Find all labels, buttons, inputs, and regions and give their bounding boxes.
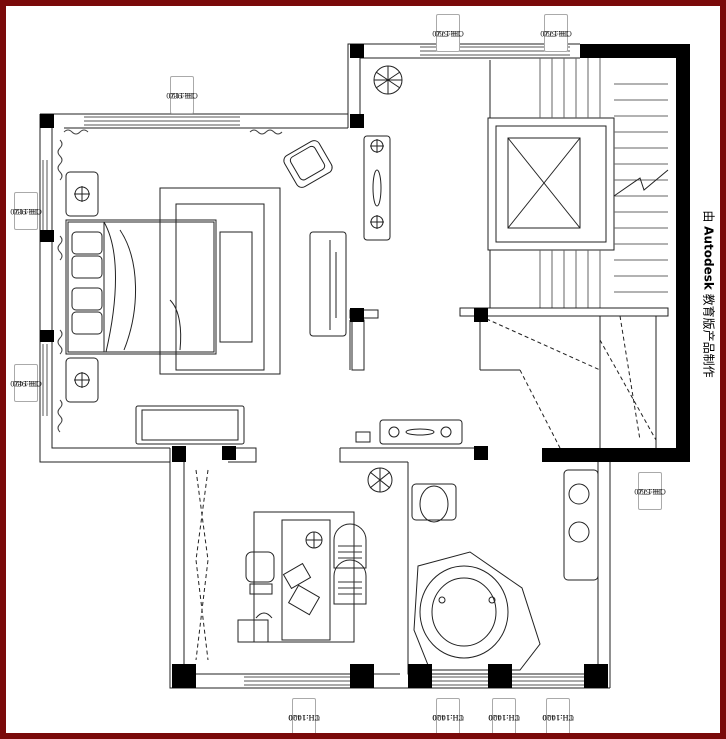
watermark-suffix: 教育版产品制作 [701,289,716,378]
dim-ch: CH:1420 [488,713,520,721]
curtains [57,129,283,433]
watermark-prefix: 由 [701,210,716,227]
dim-ch: CH:1720 [540,29,572,37]
watermark-brand: Autodesk [701,226,716,290]
dim-ch: CH:1120 [10,207,42,215]
bathroom [411,469,599,671]
bedroom [65,135,391,445]
outer-walls [39,43,611,689]
study [195,467,393,661]
dim-ch: CH:1420 [542,713,574,721]
sideboard [355,419,463,445]
dim-ch: CH:1420 [432,713,464,721]
dim-ch: CH:1120 [166,91,198,99]
dim-ch: CH:1720 [432,29,464,37]
plant-top [373,65,403,95]
floor-plan [39,43,690,689]
dim-ch: CH:1420 [288,713,320,721]
autodesk-watermark: 由 Autodesk 教育版产品制作 [701,210,718,377]
stair-core [459,58,669,449]
solid-walls [40,44,690,688]
dim-ch: CH:1720 [634,487,666,495]
dim-ch: CH:1420 [10,379,42,387]
